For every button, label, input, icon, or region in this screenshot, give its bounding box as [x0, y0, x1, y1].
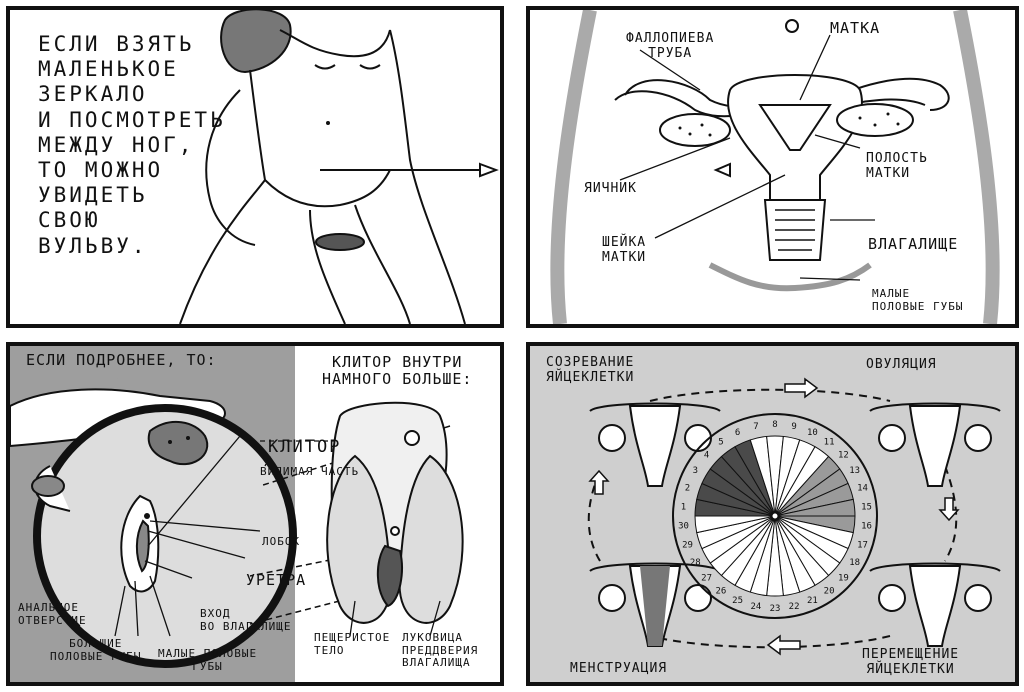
- label-visible-part: ВИДИМАЯ ЧАСТЬ: [260, 465, 360, 478]
- label-labia-minora: МАЛЫЕ ПОЛОВЫЕ ГУБЫ: [872, 287, 964, 313]
- cycle-day-label: 18: [849, 558, 860, 568]
- cycle-day-label: 9: [791, 422, 796, 432]
- cycle-day-label: 11: [824, 438, 835, 448]
- label-uterus: МАТКА: [830, 19, 881, 37]
- cycle-day-label: 30: [678, 522, 689, 532]
- cycle-day-label: 8: [772, 420, 777, 430]
- cycle-wheel-hub: [771, 512, 779, 520]
- label-cavernous-body: ПЕЩЕРИСТОЕ ТЕЛО: [314, 631, 391, 657]
- label-menstruation: МЕНСТРУАЦИЯ: [570, 661, 668, 676]
- label-fallopian-tube: ФАЛЛОПИЕВА ТРУБА: [626, 31, 715, 61]
- cycle-day-label: 13: [849, 466, 860, 476]
- label-ovulation: ОВУЛЯЦИЯ: [866, 357, 937, 372]
- figure-drawing: [179, 10, 499, 324]
- label-vagina-entrance: ВХОД ВО ВЛАГАЛИЩЕ: [200, 607, 292, 633]
- panel-mirror: ЕСЛИ ВЗЯТЬ МАЛЕНЬКОЕ ЗЕРКАЛО И ПОСМОТРЕТ…: [6, 6, 504, 328]
- label-maturation: СОЗРЕВАНИЕ ЯЙЦЕКЛЕТКИ: [546, 355, 635, 385]
- label-labia-minora: МАЛЫЕ ПОЛОВЫЕ ГУБЫ: [158, 647, 258, 673]
- cycle-day-label: 21: [807, 596, 818, 606]
- label-labia-majora: БОЛЬШИЕ ПОЛОВЫЕ ГУБЫ: [50, 637, 142, 663]
- panel-internal-anatomy: ФАЛЛОПИЕВА ТРУБА МАТКА ПОЛОСТЬ МАТКИ ЯИЧ…: [526, 6, 1019, 328]
- detail-caption: ЕСЛИ ПОДРОБНЕЕ, ТО:: [26, 351, 217, 369]
- cycle-day-label: 29: [682, 540, 693, 550]
- cycle-day-label: 4: [704, 450, 709, 460]
- cycle-day-label: 20: [824, 586, 835, 596]
- cycle-day-label: 23: [770, 604, 781, 614]
- cycle-day-label: 28: [690, 558, 701, 568]
- clitoris-inside-caption: КЛИТОР ВНУТРИ НАМНОГО БОЛЬШЕ:: [322, 353, 473, 389]
- cycle-wheel-rim: [672, 413, 878, 619]
- cycle-day-label: 16: [861, 522, 872, 532]
- cycle-day-label: 15: [861, 502, 872, 512]
- label-cervix: ШЕЙКА МАТКИ: [602, 235, 647, 265]
- uterus-icon: [589, 402, 721, 487]
- label-ovary: ЯИЧНИК: [584, 181, 637, 196]
- cycle-day-label: 26: [715, 586, 726, 596]
- label-vagina: ВЛАГАЛИЩЕ: [868, 235, 959, 253]
- cycle-day-label: 24: [750, 602, 761, 612]
- label-vestibular-bulb: ЛУКОВИЦА ПРЕДДВЕРИЯ ВЛАГАЛИЩА: [402, 631, 479, 670]
- cycle-day-segment: [694, 515, 776, 534]
- cycle-day-label: 22: [789, 602, 800, 612]
- cycle-day-label: 6: [735, 428, 740, 438]
- cycle-day-label: 10: [807, 428, 818, 438]
- cycle-day-label: 17: [857, 540, 868, 550]
- label-uterine-cavity: ПОЛОСТЬ МАТКИ: [866, 151, 928, 181]
- cycle-day-label: 25: [732, 596, 743, 606]
- vulva-diagram: [10, 346, 500, 682]
- cycle-day-label: 7: [753, 422, 758, 432]
- label-clitoris: КЛИТОР: [268, 437, 342, 457]
- cycle-day-label: 1: [681, 502, 686, 512]
- cycle-day-label: 14: [857, 484, 868, 494]
- label-anus: АНАЛЬНОЕ ОТВЕРСТИЕ: [18, 601, 87, 627]
- cycle-day-label: 12: [838, 450, 849, 460]
- cycle-day-label: 27: [701, 574, 712, 584]
- label-egg-movement: ПЕРЕМЕЩЕНИЕ ЯЙЦЕКЛЕТКИ: [862, 647, 960, 677]
- cycle-day-label: 3: [693, 466, 698, 476]
- label-pubis: ЛОБОК: [262, 535, 301, 548]
- cycle-day-label: 2: [685, 484, 690, 494]
- label-urethra: УРЕТРА: [246, 571, 307, 589]
- uterus-diagram: [550, 10, 1000, 324]
- cycle-day-label: 5: [718, 438, 723, 448]
- cycle-day-label: 19: [838, 574, 849, 584]
- panel-vulva-detail: ЕСЛИ ПОДРОБНЕЕ, ТО: КЛИТОР ВНУТРИ НАМНОГ…: [6, 342, 504, 686]
- mirror-caption: ЕСЛИ ВЗЯТЬ МАЛЕНЬКОЕ ЗЕРКАЛО И ПОСМОТРЕТ…: [38, 32, 226, 258]
